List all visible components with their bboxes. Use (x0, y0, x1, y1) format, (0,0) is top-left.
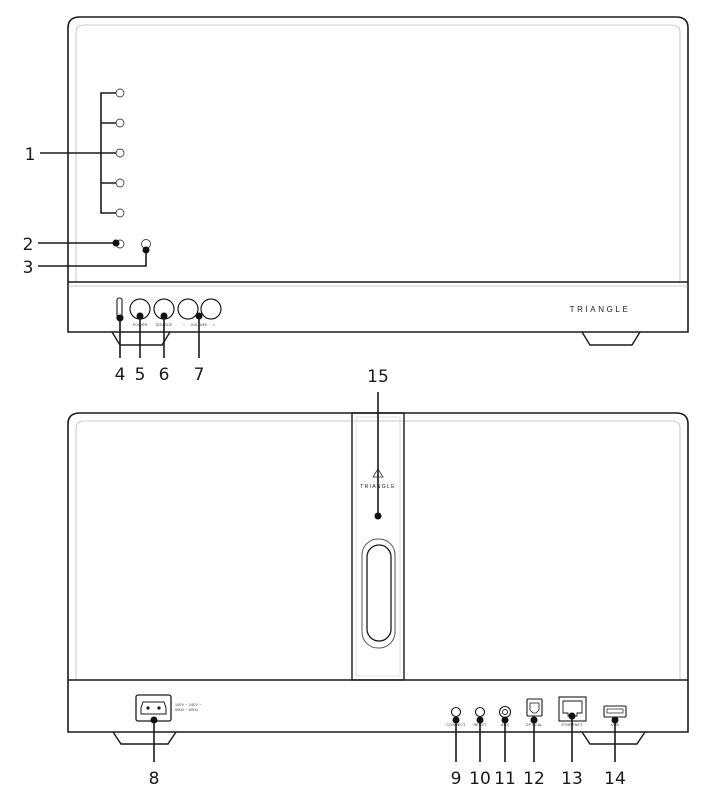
aux-jack-inner (502, 709, 508, 715)
callout-7: 7 (194, 365, 205, 385)
back-foot-left (112, 731, 177, 745)
back-callout-dots (150, 512, 619, 724)
callout-2: 2 (23, 235, 34, 255)
callout-11: 11 (494, 769, 516, 789)
front-body-outline (67, 16, 689, 333)
front-callout-lines (38, 152, 200, 358)
callout-6: 6 (159, 365, 170, 385)
front-brand-text: TRIANGLE (570, 305, 631, 314)
callout-1: 1 (25, 145, 36, 165)
mains-rating-line1: 100V ~ 240V ~ (175, 703, 202, 707)
back-foot-right (581, 731, 646, 745)
mains-rating-line2: 50Hz ~ 60Hz (175, 708, 198, 712)
reset-button[interactable] (474, 706, 486, 718)
front-grille-inner (75, 24, 681, 282)
front-foot-right (581, 331, 641, 346)
led-1 (115, 88, 125, 98)
back-callout-lines (153, 392, 616, 762)
back-body-outline (67, 412, 689, 733)
volume-minus-label: − (183, 323, 185, 327)
callout-14: 14 (604, 769, 626, 789)
led-2 (115, 118, 125, 128)
front-view: TRIANGLE POWER SOURCE − VOLUME + (23, 16, 689, 385)
callout-3: 3 (23, 258, 34, 278)
front-foot-left (111, 331, 171, 346)
volume-plus-label: + (213, 323, 215, 327)
callout-10: 10 (469, 769, 491, 789)
led-5 (115, 208, 125, 218)
callout-15: 15 (367, 367, 389, 387)
led-4 (115, 178, 125, 188)
aux-jack[interactable] (498, 705, 512, 719)
volume-up-button[interactable] (200, 298, 222, 320)
volume-down-button[interactable] (177, 298, 199, 320)
callout-5: 5 (135, 365, 146, 385)
usb-port-icon[interactable] (603, 705, 627, 718)
callout-4: 4 (115, 365, 126, 385)
led-3 (115, 148, 125, 158)
handle-grip-inner (366, 544, 392, 642)
optical-port-icon[interactable] (526, 698, 543, 717)
led-indicators (100, 88, 125, 218)
iec-power-socket-icon (135, 694, 172, 722)
led-bracket (100, 92, 116, 214)
handle-grip-outer (361, 538, 396, 649)
callout-13: 13 (561, 769, 583, 789)
callout-12: 12 (523, 769, 545, 789)
callout-8: 8 (149, 769, 160, 789)
front-callout-dots (112, 239, 203, 322)
callout-9: 9 (451, 769, 462, 789)
connect-button[interactable] (450, 706, 462, 718)
back-view: TRIANGLE 100V ~ 240V ~ 50Hz ~ 60Hz (67, 367, 689, 789)
